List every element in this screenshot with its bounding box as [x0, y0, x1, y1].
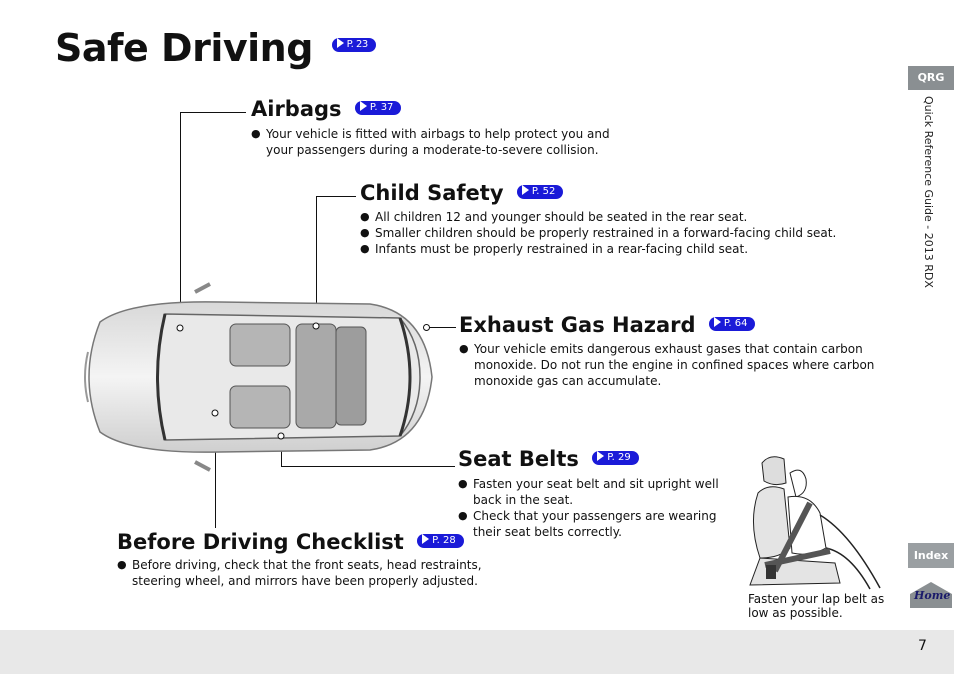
guide-title: Quick Reference Guide - 2013 RDX: [922, 96, 935, 288]
seat-belts-ref-label: P. 29: [607, 452, 631, 463]
airbags-bullets: Your vehicle is fitted with airbags to h…: [251, 126, 631, 158]
index-tab[interactable]: Index: [908, 543, 954, 568]
child-safety-heading-text: Child Safety: [360, 181, 504, 205]
page-number: 7: [918, 638, 927, 654]
car-top-view-illustration: [84, 282, 433, 472]
page-title: Safe Driving P. 23: [55, 26, 376, 70]
list-item: Your vehicle is fitted with airbags to h…: [251, 126, 631, 158]
child-safety-ref-label: P. 52: [531, 186, 556, 197]
airbags-ref-link[interactable]: P. 37: [354, 101, 402, 115]
checklist-ref-link[interactable]: P. 28: [417, 534, 464, 548]
airbags-leader-h: [180, 112, 246, 113]
airbags-heading: Airbags P. 37: [251, 97, 402, 121]
checklist-heading-text: Before Driving Checklist: [117, 530, 404, 554]
airbags-heading-text: Airbags: [251, 97, 342, 121]
arrow-right-icon: [336, 37, 344, 48]
arrow-right-icon: [422, 534, 430, 544]
list-item: Infants must be properly restrained in a…: [360, 241, 860, 257]
airbags-leader-v: [180, 112, 181, 326]
exhaust-heading-text: Exhaust Gas Hazard: [459, 313, 696, 337]
exhaust-leader-h: [428, 327, 456, 328]
home-label: Home: [914, 589, 951, 602]
arrow-right-icon: [359, 101, 367, 111]
seatbelt-leader-h: [281, 466, 455, 467]
airbags-ref-label: P. 37: [369, 102, 394, 113]
page-title-text: Safe Driving: [55, 26, 313, 70]
child-safety-bullets: All children 12 and younger should be se…: [360, 209, 860, 257]
exhaust-marker: [423, 324, 430, 331]
list-item: Your vehicle emits dangerous exhaust gas…: [459, 341, 884, 389]
page-ref-link[interactable]: P. 23: [331, 37, 376, 52]
list-item: Before driving, check that the front sea…: [117, 557, 492, 589]
checklist-leader-v: [215, 413, 216, 528]
checklist-bullets: Before driving, check that the front sea…: [117, 557, 492, 589]
exhaust-ref-label: P. 64: [723, 318, 748, 329]
seatbelt-illustration: [749, 456, 881, 590]
checklist-heading: Before Driving Checklist P. 28: [117, 530, 464, 554]
arrow-right-icon: [713, 317, 721, 327]
list-item: Fasten your seat belt and sit upright we…: [458, 476, 728, 508]
child-safety-heading: Child Safety P. 52: [360, 181, 564, 205]
arrow-right-icon: [597, 451, 605, 461]
exhaust-heading: Exhaust Gas Hazard P. 64: [459, 313, 756, 337]
seatbelt-caption: Fasten your lap belt as low as possible.: [748, 592, 885, 620]
page-ref-label: P. 23: [346, 38, 369, 50]
seat-belts-bullets: Fasten your seat belt and sit upright we…: [458, 476, 728, 540]
checklist-ref-label: P. 28: [432, 535, 456, 546]
exhaust-ref-link[interactable]: P. 64: [708, 317, 756, 331]
home-tab[interactable]: Home: [908, 580, 954, 608]
list-item: All children 12 and younger should be se…: [360, 209, 860, 225]
list-item: Smaller children should be properly rest…: [360, 225, 860, 241]
footer-band-right: [908, 630, 954, 674]
child-leader-v: [316, 196, 317, 326]
footer-band: [0, 630, 908, 674]
list-item: Check that your passengers are wearing t…: [458, 508, 728, 540]
seat-belts-heading: Seat Belts P. 29: [458, 447, 639, 471]
child-leader-h: [316, 196, 356, 197]
seat-belts-ref-link[interactable]: P. 29: [592, 451, 639, 465]
qrg-tab[interactable]: QRG: [908, 66, 954, 90]
exhaust-bullets: Your vehicle emits dangerous exhaust gas…: [459, 341, 884, 389]
child-safety-ref-link[interactable]: P. 52: [516, 185, 564, 199]
seat-belts-heading-text: Seat Belts: [458, 447, 579, 471]
home-icon: [910, 582, 952, 608]
arrow-right-icon: [521, 185, 529, 195]
